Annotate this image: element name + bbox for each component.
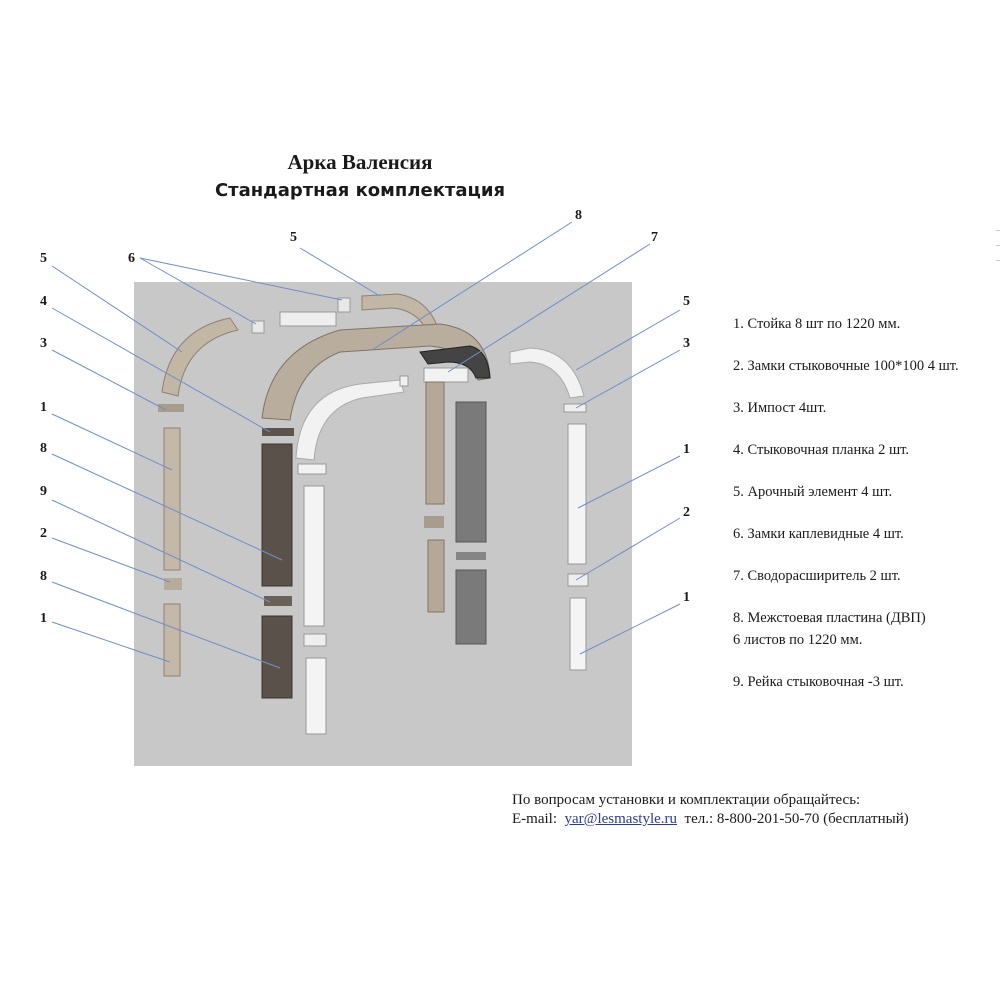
top-rail-segment <box>279 311 337 327</box>
leader-lines <box>51 221 681 669</box>
leader-4 <box>51 307 271 433</box>
leader-7 <box>447 243 651 373</box>
legend-item-9: 9. Рейка стыковочная -3 шт. <box>733 674 904 690</box>
callout-1-right-lower: 1 <box>683 590 690 605</box>
callout-2-right: 2 <box>683 505 690 520</box>
docking-rail <box>264 596 292 606</box>
diagram-subtitle: Стандартная комплектация <box>214 180 506 201</box>
email-label: E-mail: <box>512 811 557 827</box>
white-impost-mid <box>297 463 327 475</box>
right-middle-posts <box>424 381 487 645</box>
partition-plate-upper <box>261 443 293 587</box>
leader-2-left <box>51 537 171 583</box>
right-post-lower <box>569 597 587 671</box>
phone-text: тел.: 8-800-201-50-70 (бесплатный) <box>684 811 909 827</box>
leader-1-right-lower <box>579 603 681 655</box>
white-post-lower <box>305 657 327 735</box>
left-post-upper <box>163 427 181 571</box>
legend-item-5: 5. Арочный элемент 4 шт. <box>733 484 893 500</box>
callout-8-mid: 8 <box>40 441 47 456</box>
legend-item-1: 1. Стойка 8 шт по 1220 мм. <box>733 316 901 332</box>
partition-plate-lower <box>261 615 293 699</box>
callout-9: 9 <box>40 484 47 499</box>
right-lock <box>567 573 589 587</box>
beige-post-rm-upper <box>425 381 445 505</box>
callout-1-left-upper: 1 <box>40 400 47 415</box>
leader-1-right-upper <box>577 455 681 509</box>
leader-5-right <box>575 309 681 371</box>
grey-plate-rm-lower <box>455 569 487 645</box>
callout-7: 7 <box>651 230 658 245</box>
small-lock-mid <box>399 375 409 387</box>
leader-6a <box>139 257 257 325</box>
legend-item-3: 3. Импост 4шт. <box>733 400 827 416</box>
callout-1-right-upper: 1 <box>683 442 690 457</box>
contact-line: E-mail: yar@lesmastyle.ru тел.: 8-800-20… <box>512 811 909 828</box>
right-impost <box>563 403 587 413</box>
grey-plate-rm-upper <box>455 401 487 543</box>
leader-5-top <box>299 247 381 297</box>
diagram-title: Арка Валенсия <box>287 150 433 174</box>
leader-8-low <box>51 581 281 669</box>
callout-3-left: 3 <box>40 336 47 351</box>
beige-post-rm-lower <box>427 539 445 613</box>
legend-item-8: 8. Межстоевая пластина (ДВП) <box>733 610 926 626</box>
white-post-upper <box>303 485 325 627</box>
email-link[interactable]: yar@lesmastyle.ru <box>564 811 678 827</box>
legend-item-6: 6. Замки каплевидные 4 шт. <box>733 526 904 542</box>
legend-item-7: 7. Сводорасширитель 2 шт. <box>733 568 901 584</box>
middle-arch-assembly <box>261 323 491 735</box>
docking-plank <box>262 428 294 436</box>
beige-lock-rm <box>424 516 444 528</box>
leader-6b <box>139 257 343 301</box>
left-arch-assembly <box>158 293 441 677</box>
contact-intro: По вопросам установки и комплектации обр… <box>512 792 861 808</box>
leader-8-mid <box>51 453 283 561</box>
callout-8-low: 8 <box>40 569 47 584</box>
left-post-lower <box>163 603 181 677</box>
leader-1-left-lower <box>51 621 171 663</box>
left-impost <box>158 404 184 412</box>
legend-item-8-detail: 6 листов по 1220 мм. <box>733 632 863 648</box>
white-lock-mid <box>303 633 327 647</box>
callout-3-right: 3 <box>683 336 690 351</box>
right-arch-element <box>509 347 585 399</box>
callout-2-left: 2 <box>40 526 47 541</box>
callout-6: 6 <box>128 251 135 266</box>
legend-item-4: 4. Стыковочная планка 2 шт. <box>733 442 910 458</box>
right-arch-assembly <box>509 347 589 671</box>
vault-white-block <box>423 367 469 383</box>
leader-3-left <box>51 349 167 411</box>
vault-expander-piece <box>419 345 491 379</box>
leader-1-left-upper <box>51 413 173 471</box>
left-lock <box>164 578 182 590</box>
leader-8-top <box>371 221 573 351</box>
callout-1-left-lower: 1 <box>40 611 47 626</box>
callout-4: 4 <box>40 294 47 309</box>
grey-rail-rm <box>456 552 486 560</box>
edge-mark <box>996 245 1000 246</box>
leader-3-right <box>575 349 681 409</box>
lock-drop-2 <box>337 297 351 313</box>
left-arch-element <box>161 317 239 397</box>
scene-background-panel <box>134 282 632 766</box>
callout-5-left: 5 <box>40 251 47 266</box>
leader-5-left <box>51 265 183 353</box>
callout-8-top: 8 <box>575 208 582 223</box>
callout-5-top: 5 <box>290 230 297 245</box>
leader-9 <box>51 499 271 603</box>
leader-2-right <box>575 517 681 581</box>
callout-5-right: 5 <box>683 294 690 309</box>
legend-item-2: 2. Замки стыковочные 100*100 4 шт. <box>733 358 959 374</box>
edge-mark <box>996 230 1000 231</box>
right-post-upper <box>567 423 587 565</box>
edge-mark <box>996 260 1000 261</box>
